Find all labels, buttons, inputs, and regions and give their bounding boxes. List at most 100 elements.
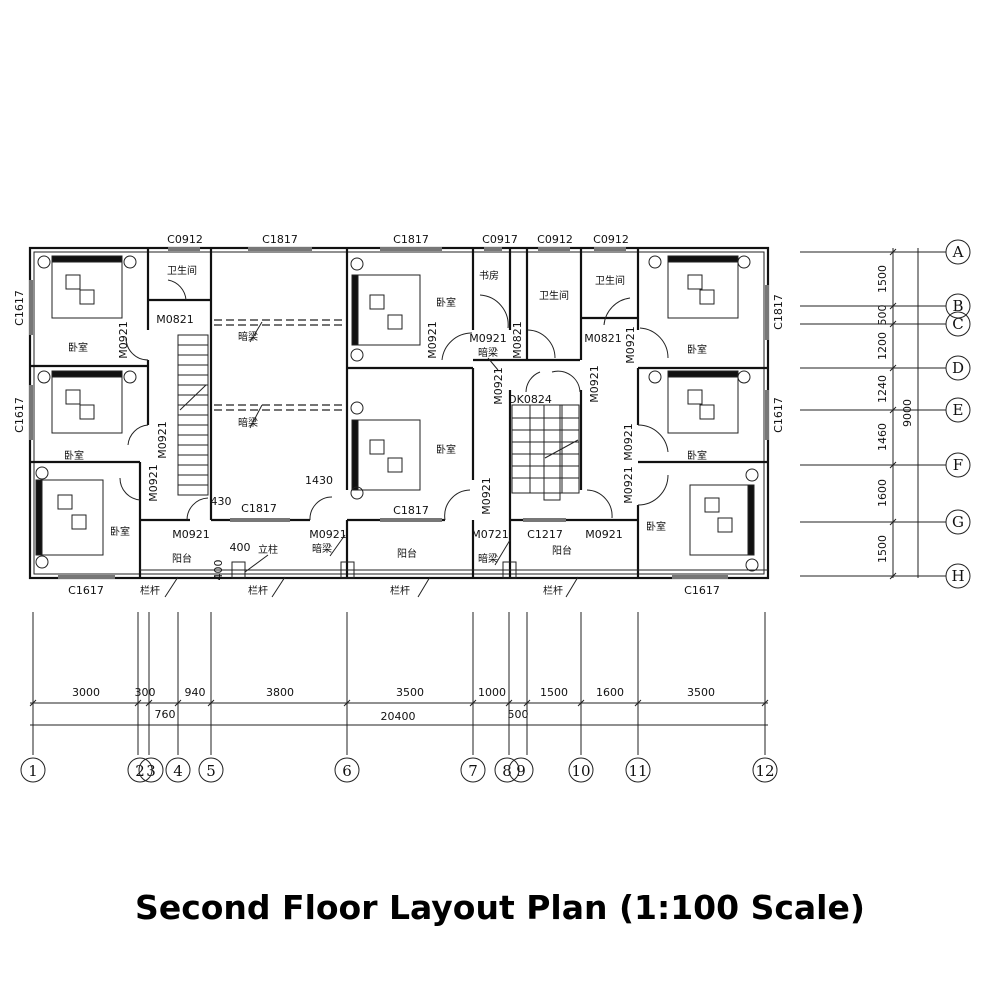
dimension-label: 1460 <box>876 423 889 451</box>
beam-label: 暗梁 <box>478 346 498 359</box>
axis-label: E <box>953 401 964 419</box>
door-label: M0921 <box>426 321 439 359</box>
door-labels: M0821 M0921 M0921 M0921 M0921 M0921 M092… <box>117 313 637 541</box>
dimension-label: 3000 <box>72 686 100 699</box>
axis-label: 7 <box>468 762 478 780</box>
door-label: M0921 <box>117 321 130 359</box>
stair-core <box>511 404 580 501</box>
door-label: DK0824 <box>508 393 552 406</box>
axis-bubble-1: 1 <box>20 612 46 783</box>
door-label: M0821 <box>584 332 622 345</box>
room-label-bedroom: 卧室 <box>436 296 456 309</box>
x-dimensions: 3000 300 940 3800 3500 1000 1500 1600 35… <box>29 686 769 726</box>
room-label-bedroom: 卧室 <box>687 343 707 356</box>
room-labels: 卫生间 卧室 卧室 卧室 卧室 卧室 书房 卫生间 卫生间 卧室 卧室 卧室 阳… <box>64 264 707 565</box>
axis-bubble-8: 8 <box>494 612 520 783</box>
door-label: M0921 <box>624 326 637 364</box>
axis-label: 10 <box>571 762 590 780</box>
window-label: C1617 <box>13 290 26 326</box>
axis-bubble-11: 11 <box>625 612 651 783</box>
window-label: C0917 <box>482 233 518 246</box>
door-label: M0921 <box>588 365 601 403</box>
axis-bubble-12: 12 <box>752 612 778 783</box>
room-label-study: 书房 <box>479 269 499 282</box>
axis-bubble-3: 3 <box>138 612 164 783</box>
axis-label: 4 <box>173 762 183 780</box>
axis-bubble-6: 6 <box>334 612 360 783</box>
bed-icon <box>648 370 751 434</box>
room-label-balcony: 阳台 <box>552 544 572 557</box>
axis-bubble-G: G <box>800 509 971 535</box>
axis-label: 3 <box>146 762 156 780</box>
dimension-label: 1500 <box>876 535 889 563</box>
axis-label: D <box>952 359 964 377</box>
beam-label: 暗梁 <box>478 552 498 565</box>
dimension-label: 20400 <box>381 710 416 723</box>
railing-label: 栏杆 <box>543 584 563 597</box>
door-label: M0921 <box>622 466 635 504</box>
dimension-label: 300 <box>135 686 156 699</box>
beam-label: 暗梁 <box>238 330 258 343</box>
door-label: M0921 <box>309 528 347 541</box>
axis-bubble-4: 4 <box>165 612 191 783</box>
dimension-label: 3500 <box>687 686 715 699</box>
axis-bubble-10: 10 <box>568 612 594 783</box>
axis-bubble-B: B <box>800 293 971 319</box>
column <box>340 561 355 579</box>
beam-label: 暗梁 <box>312 542 332 555</box>
window-label: C1617 <box>772 397 785 433</box>
axis-label: 2 <box>135 762 145 780</box>
axis-bubble-H: H <box>800 563 971 589</box>
door-label: M0921 <box>480 477 493 515</box>
bed-icon <box>689 468 759 572</box>
room-label-bathroom: 卫生间 <box>539 289 569 302</box>
dimension-label: 1500 <box>876 265 889 293</box>
dimension-label: 1000 <box>478 686 506 699</box>
window-label: C1217 <box>527 528 563 541</box>
axis-bubble-C: C <box>800 311 971 337</box>
dimension-label: 1240 <box>876 375 889 403</box>
windows <box>29 247 769 579</box>
axis-bubble-A: A <box>800 239 971 265</box>
dimension-label: 1600 <box>596 686 624 699</box>
y-axis-bubbles: A BC D E F G H <box>800 239 971 589</box>
door-label: M0921 <box>172 528 210 541</box>
furniture <box>35 255 759 572</box>
axis-label: 11 <box>628 762 647 780</box>
axis-label: 1 <box>28 762 38 780</box>
dimension-label: 940 <box>185 686 206 699</box>
door-label: M0921 <box>147 464 160 502</box>
axis-bubble-E: E <box>800 397 971 423</box>
door-label: M0921 <box>492 367 505 405</box>
dimension-label: 1200 <box>876 332 889 360</box>
axis-bubble-5: 5 <box>198 612 224 783</box>
railing-label: 栏杆 <box>140 584 160 597</box>
window-label: C0912 <box>167 233 203 246</box>
axis-label: 5 <box>206 762 216 780</box>
axis-label: B <box>952 297 963 315</box>
door-label: M0721 <box>471 528 509 541</box>
page-title: Second Floor Layout Plan (1:100 Scale) <box>135 888 865 927</box>
bed-icon <box>648 255 751 319</box>
railing <box>140 561 768 579</box>
room-label-bedroom: 卧室 <box>110 525 130 538</box>
bed-icon <box>37 370 137 434</box>
window-label: C1817 <box>393 504 429 517</box>
dimension-label: 500 <box>876 305 889 326</box>
axis-label: 8 <box>502 762 512 780</box>
axis-bubble-F: F <box>800 452 971 478</box>
axis-label: A <box>952 243 964 261</box>
room-label-bedroom: 卧室 <box>687 449 707 462</box>
column <box>231 561 246 579</box>
y-dimensions: 1500 500 1200 1240 1460 1600 1500 9000 <box>876 248 919 578</box>
door-label: M0921 <box>585 528 623 541</box>
axis-bubble-2: 2 <box>127 612 153 783</box>
axis-label: C <box>952 315 963 333</box>
axis-bubble-7: 7 <box>460 612 486 783</box>
axis-label: G <box>952 513 964 531</box>
window-label: C0912 <box>593 233 629 246</box>
axis-label: H <box>951 567 964 585</box>
dimension-label: 500 <box>508 708 529 721</box>
dimension-label: 400 <box>230 541 251 554</box>
